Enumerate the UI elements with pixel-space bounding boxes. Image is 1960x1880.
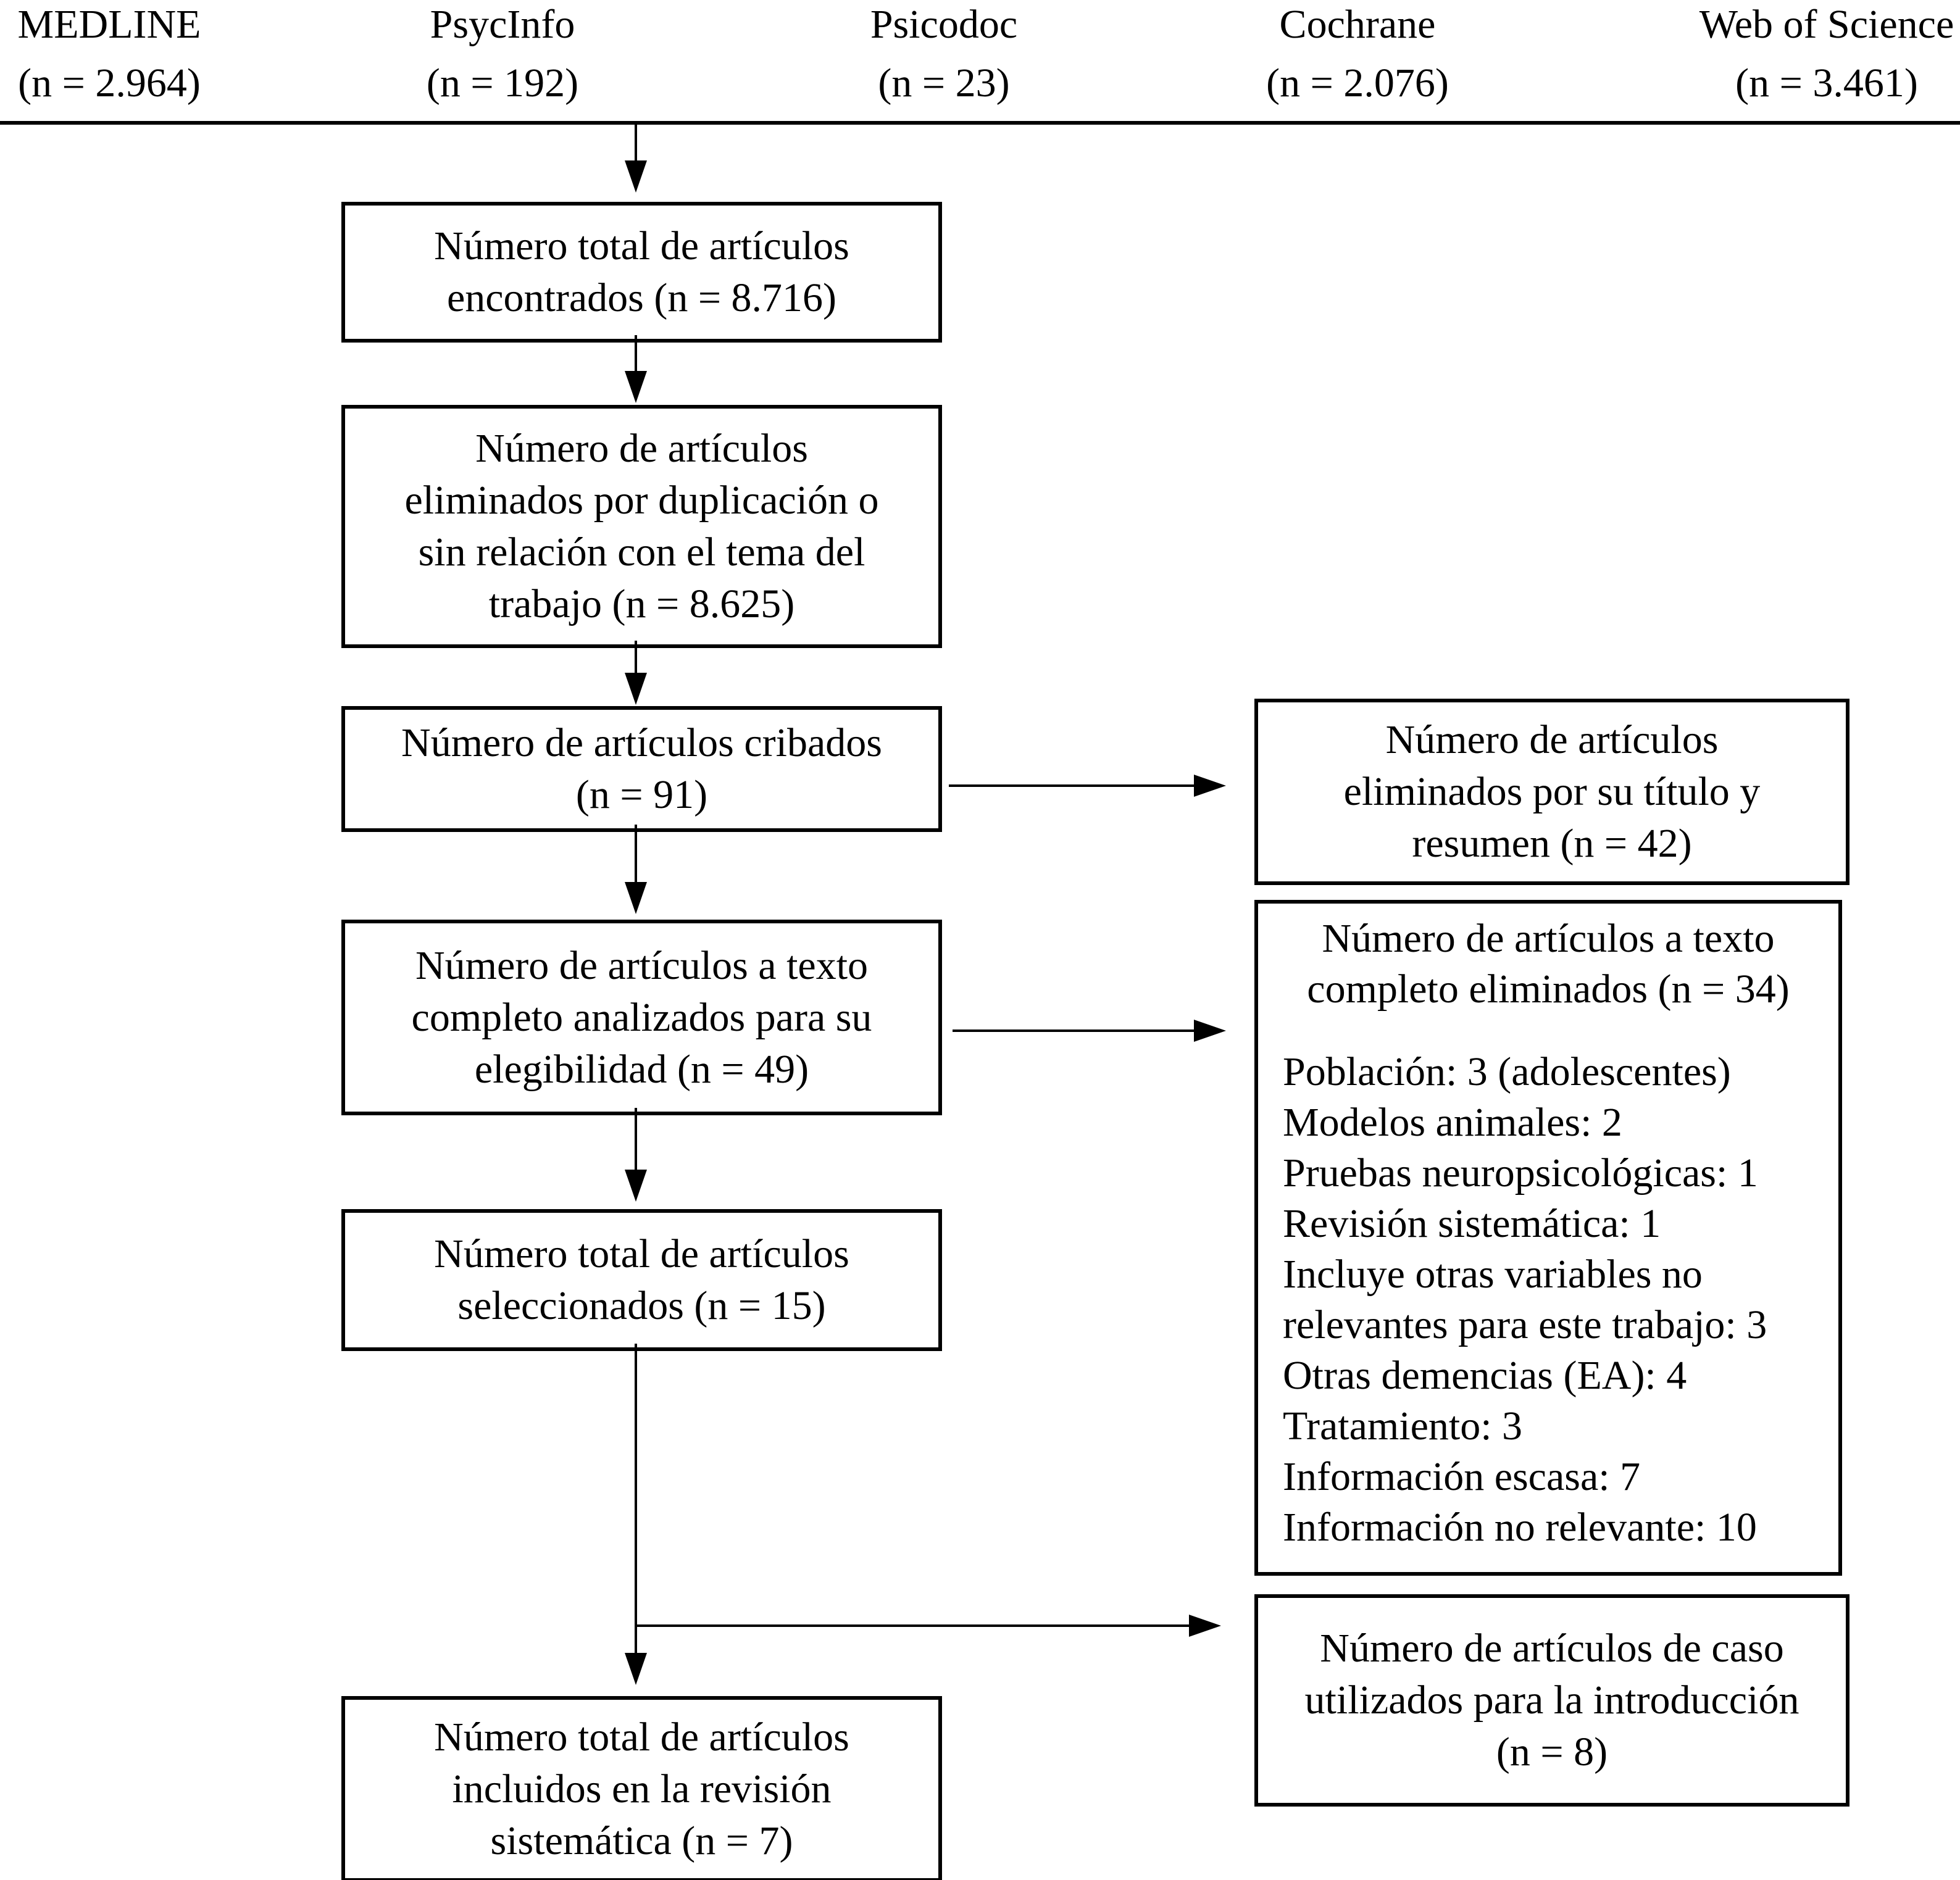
box-text-line: trabajo (n = 8.625) — [488, 581, 795, 626]
box-text-line: encontrados (n = 8.716) — [446, 275, 837, 320]
box-text-line: completo analizados para su — [411, 994, 872, 1040]
box-text-line: Número de artículos — [475, 426, 808, 471]
arrow-right-icon — [1194, 1020, 1226, 1042]
box-excluded-title-abstract: Número de artículos eliminados por su tí… — [1254, 699, 1849, 885]
box-text-line: sin relación con el tema del — [418, 530, 865, 575]
box-removed-duplicates: Número de artículos eliminados por dupli… — [341, 405, 942, 648]
header-divider-line — [0, 121, 1960, 125]
arrow-down-icon — [625, 882, 647, 914]
box-text-line: Número de artículos de caso — [1320, 1626, 1784, 1671]
db-column-cochrane: Cochrane (n = 2.076) — [1216, 0, 1499, 112]
db-name: PsycInfo — [430, 2, 575, 47]
connector-line — [953, 1029, 1194, 1032]
box-text-line: (n = 8) — [1496, 1729, 1608, 1774]
box-text-line: utilizados para la introducción — [1304, 1678, 1799, 1723]
arrow-down-icon — [625, 1170, 647, 1202]
db-count: (n = 192) — [426, 60, 579, 106]
db-column-medline: MEDLINE (n = 2.964) — [0, 0, 251, 112]
box-total-found: Número total de artículos encontrados (n… — [341, 202, 942, 343]
box-text-line: Número total de artículos — [434, 1714, 849, 1760]
box-text-line: resumen (n = 42) — [1412, 821, 1692, 866]
exclusion-reason: Otras demencias (EA): 4 — [1283, 1353, 1687, 1398]
exclusion-reason: Incluye otras variables no — [1283, 1252, 1703, 1297]
db-count: (n = 2.964) — [18, 60, 201, 106]
exclusion-reason: Información escasa: 7 — [1283, 1454, 1641, 1499]
box-text-line: Número de artículos — [1385, 717, 1719, 762]
box-text-line: incluidos en la revisión — [452, 1766, 832, 1811]
exclusion-reason: Pruebas neuropsicológicas: 1 — [1283, 1150, 1758, 1196]
box-text-line: eliminados por duplicación o — [404, 478, 879, 523]
spacer — [1283, 1015, 1814, 1047]
exclusion-reason: Información no relevante: 10 — [1283, 1505, 1757, 1550]
connector-line — [635, 1344, 637, 1653]
db-count: (n = 2.076) — [1266, 60, 1449, 106]
connector-line — [635, 1108, 637, 1170]
box-included: Número total de artículos incluidos en l… — [341, 1696, 942, 1880]
db-count: (n = 23) — [878, 60, 1010, 106]
box-text-line: eliminados por su título y — [1343, 769, 1761, 814]
box-case-articles: Número de artículos de caso utilizados p… — [1254, 1594, 1849, 1807]
box-text-line: elegibilidad (n = 49) — [474, 1046, 809, 1092]
arrow-down-icon — [625, 673, 647, 705]
box-text-line: sistemática (n = 7) — [490, 1818, 793, 1863]
box-text-line: seleccionados (n = 15) — [457, 1283, 826, 1328]
connector-line — [635, 825, 637, 882]
connector-line — [949, 784, 1194, 787]
box-title-line: completo eliminados (n = 34) — [1307, 967, 1790, 1012]
db-name: Web of Science — [1699, 2, 1954, 47]
db-name: Psicodoc — [870, 2, 1018, 47]
db-name: Cochrane — [1279, 2, 1436, 47]
exclusion-reason: relevantes para este trabajo: 3 — [1283, 1302, 1767, 1347]
box-text-line: Número total de artículos — [434, 1231, 849, 1276]
arrow-down-icon — [625, 371, 647, 403]
db-column-psycinfo: PsycInfo (n = 192) — [361, 0, 644, 112]
exclusion-reason: Población: 3 (adolescentes) — [1283, 1049, 1731, 1094]
connector-line — [635, 335, 637, 371]
box-screened: Número de artículos cribados (n = 91) — [341, 706, 942, 832]
box-text-line: Número de artículos a texto — [415, 942, 869, 988]
exclusion-reason: Tratamiento: 3 — [1283, 1404, 1523, 1449]
box-selected: Número total de artículos seleccionados … — [341, 1209, 942, 1351]
db-name: MEDLINE — [17, 2, 201, 47]
box-text-line: Número total de artículos — [434, 223, 849, 268]
db-count: (n = 3.461) — [1735, 60, 1918, 106]
exclusion-reason: Modelos animales: 2 — [1283, 1100, 1622, 1145]
db-column-web-of-science: Web of Science (n = 3.461) — [1685, 0, 1960, 112]
box-fulltext-excluded: Número de artículos a texto completo eli… — [1254, 900, 1842, 1576]
box-text-line: Número de artículos cribados — [401, 720, 882, 765]
exclusion-reason: Revisión sistemática: 1 — [1283, 1201, 1661, 1246]
box-fulltext-assessed: Número de artículos a texto completo ana… — [341, 920, 942, 1115]
connector-line — [635, 1624, 1189, 1627]
db-column-psicodoc: Psicodoc (n = 23) — [802, 0, 1086, 112]
box-title-line: Número de artículos a texto — [1322, 916, 1775, 961]
arrow-right-icon — [1194, 775, 1226, 797]
arrow-down-icon — [625, 1653, 647, 1685]
box-text-line: (n = 91) — [575, 772, 708, 817]
connector-line — [635, 641, 637, 673]
arrow-right-icon — [1189, 1615, 1221, 1637]
connector-line — [635, 121, 637, 160]
arrow-down-icon — [625, 160, 647, 193]
